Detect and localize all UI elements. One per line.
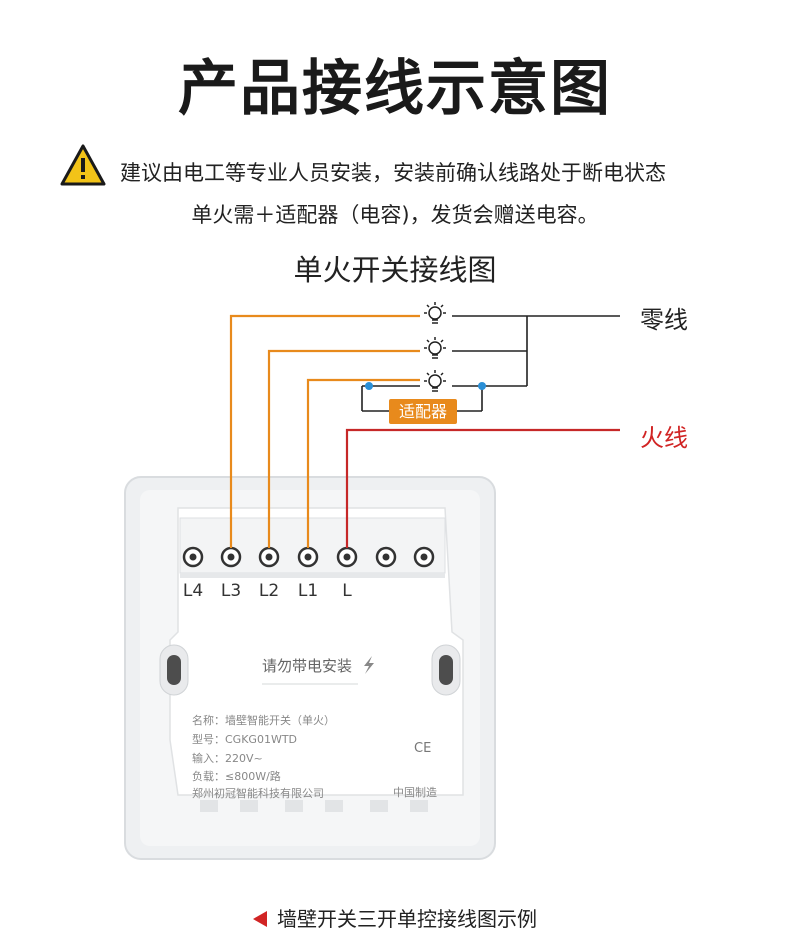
- terminal-label-l1: L1: [297, 581, 319, 601]
- load-wires: [229, 314, 420, 548]
- neutral-label: 零线: [640, 306, 688, 334]
- plate-made-in: 中国制造: [393, 786, 437, 799]
- adapter-dot-right: [478, 382, 486, 390]
- plate-warning: 请勿带电安装: [262, 657, 353, 675]
- adapter-dot-left: [365, 382, 373, 390]
- plate-input: 输入：220V~: [192, 752, 263, 765]
- footer-caption: 墙壁开关三开单控接线图示例: [0, 903, 790, 932]
- live-wire: [345, 428, 620, 548]
- adapter-label: 适配器: [389, 399, 457, 424]
- diagram-subtitle: 单火开关接线图: [293, 253, 497, 287]
- terminal-label-l4: L4: [182, 581, 204, 601]
- live-label: 火线: [640, 424, 688, 452]
- terminal-label-l: L: [342, 581, 352, 601]
- plate-load: 负载：≤800W/路: [192, 770, 281, 783]
- warning-icon: [60, 144, 106, 186]
- bulb-icon: [424, 337, 446, 359]
- terminal-label-l2: L2: [258, 581, 280, 601]
- plate-model: 型号：CGKG01WTD: [192, 733, 298, 746]
- terminal-label-l3: L3: [220, 581, 242, 601]
- plate-name: 名称：墙壁智能开关（单火）: [192, 714, 335, 727]
- page-title: 产品接线示意图: [178, 54, 612, 124]
- bulb-icon: [424, 302, 446, 324]
- neutral-wires: [361, 315, 620, 412]
- notice-line-1: 建议由电工等专业人员安装，安装前确认线路处于断电状态: [120, 161, 666, 185]
- footer-text: 墙壁开关三开单控接线图示例: [277, 907, 537, 931]
- ce-mark: CE: [414, 741, 432, 756]
- bulb-icon: [424, 370, 446, 392]
- lightning-icon: [364, 656, 374, 674]
- arrow-left-icon: [253, 911, 267, 927]
- plate-company: 郑州初冠智能科技有限公司: [192, 787, 324, 800]
- notice-line-2: 单火需＋适配器（电容)，发货会赠送电容。: [191, 203, 599, 227]
